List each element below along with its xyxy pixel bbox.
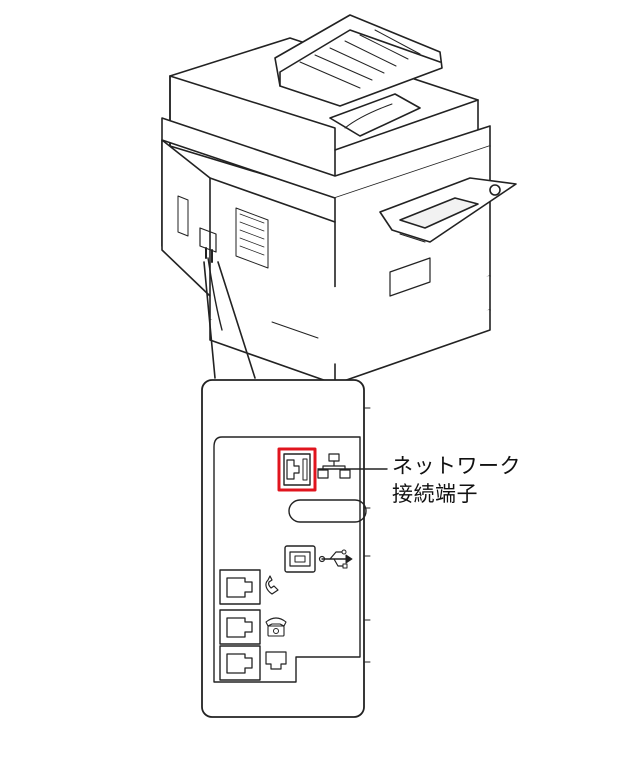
telephone-line-icon <box>219 569 279 605</box>
usb-b-port-icon <box>284 545 316 573</box>
callout-line-1: ネットワーク <box>392 454 521 478</box>
zoom-line-left <box>203 261 216 379</box>
network-port-icon <box>277 447 317 492</box>
network-port-callout: ネットワーク 接続端子 <box>392 452 521 508</box>
port-panel-detail <box>201 379 371 718</box>
zoom-line-right <box>217 261 256 379</box>
extension-jack-icon <box>219 645 287 681</box>
callout-line-2: 接続端子 <box>392 482 478 506</box>
network-symbol-icon <box>317 453 351 479</box>
telephone-set-icon <box>219 609 287 645</box>
usb-symbol-icon <box>318 549 353 569</box>
printer-illustration <box>161 14 517 385</box>
